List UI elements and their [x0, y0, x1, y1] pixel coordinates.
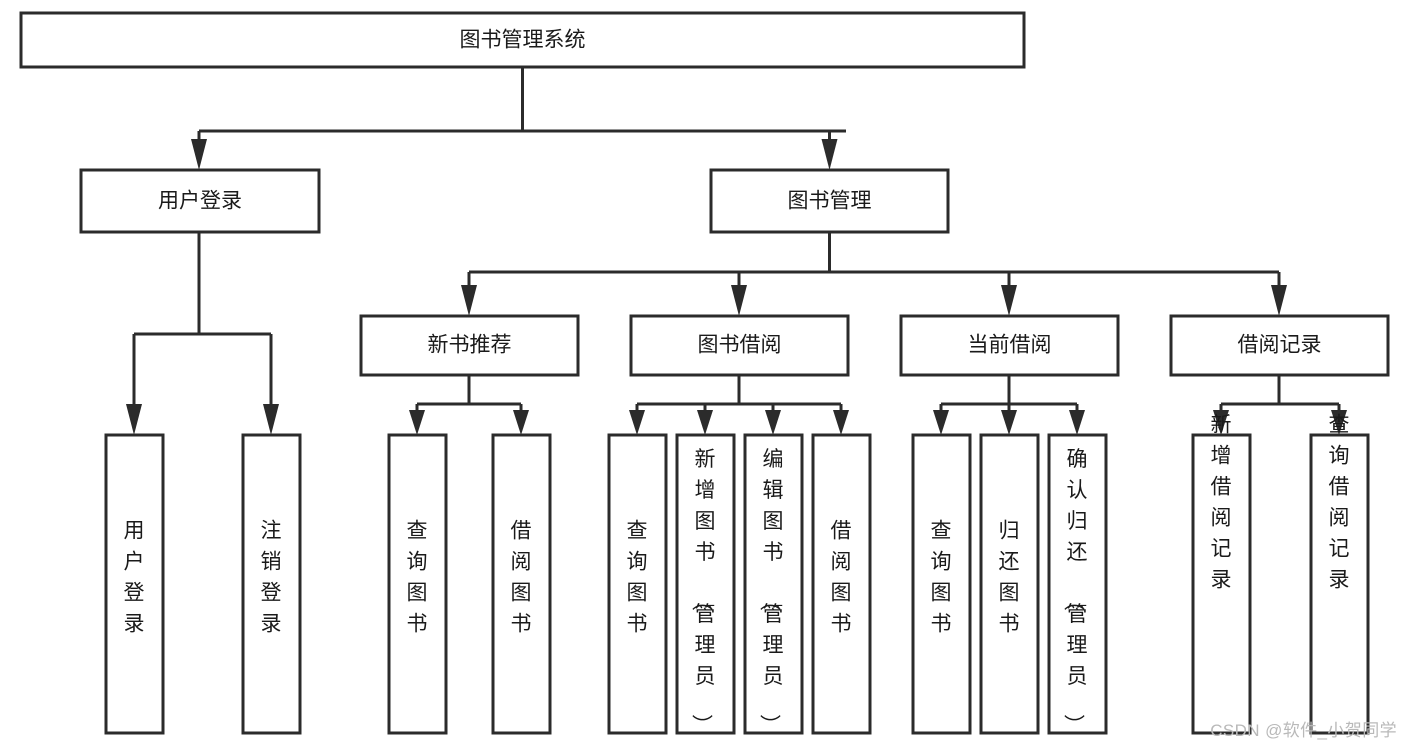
node-leaf-edit-book-admin[interactable]: 编辑图书（管理员） — [743, 433, 804, 735]
node-leaf-query-book-2-box[interactable] — [607, 433, 668, 735]
node-leaf-user-login-label: 用户登录 — [124, 520, 145, 636]
node-user-login-box[interactable] — [79, 168, 321, 234]
arrow-icon-book-borrow — [731, 285, 747, 316]
node-leaf-confirm-return-admin-box[interactable] — [1047, 433, 1108, 735]
node-user-login-label: 用户登录 — [158, 190, 242, 213]
node-leaf-confirm-return-admin[interactable]: 确认归还（管理员） — [1047, 433, 1108, 735]
node-leaf-add-borrow-record[interactable]: 新增借阅记录 — [1191, 414, 1252, 735]
node-leaf-confirm-return-admin-label: 确认归还（管理员） — [1062, 448, 1088, 735]
arrow-icon-leaf-borrow-book-2 — [833, 410, 849, 435]
arrow-icon-leaf-borrow-book-1 — [513, 410, 529, 435]
node-leaf-edit-book-admin-box[interactable] — [743, 433, 804, 735]
node-borrow-record[interactable]: 借阅记录 — [1169, 314, 1390, 377]
node-current-borrow-label: 当前借阅 — [968, 334, 1052, 357]
node-new-book-recommend-box[interactable] — [359, 314, 580, 377]
node-leaf-user-login[interactable]: 用户登录 — [104, 433, 165, 735]
node-leaf-add-borrow-record-label: 新增借阅记录 — [1211, 414, 1232, 592]
node-new-book-recommend[interactable]: 新书推荐 — [359, 314, 580, 377]
node-leaf-user-login-box[interactable] — [104, 433, 165, 735]
node-borrow-record-box[interactable] — [1169, 314, 1390, 377]
node-book-management[interactable]: 图书管理 — [709, 168, 950, 234]
node-leaf-return-book-box[interactable] — [979, 433, 1040, 735]
node-leaf-borrow-book-1-label: 借阅图书 — [511, 520, 532, 636]
node-leaf-query-book-2[interactable]: 查询图书 — [607, 433, 668, 735]
node-leaf-borrow-book-2-label: 借阅图书 — [831, 520, 852, 636]
arrow-icon-leaf-logout-login — [263, 404, 279, 435]
node-current-borrow[interactable]: 当前借阅 — [899, 314, 1120, 377]
node-leaf-logout-login[interactable]: 注销登录 — [241, 433, 302, 735]
node-leaf-borrow-book-1[interactable]: 借阅图书 — [491, 433, 552, 735]
node-borrow-record-label: 借阅记录 — [1238, 334, 1322, 357]
arrow-icon-leaf-add-borrow-record — [1213, 410, 1229, 435]
node-leaf-add-book-admin-box[interactable] — [675, 433, 736, 735]
arrow-icon-leaf-query-book-1 — [409, 410, 425, 435]
node-leaf-query-borrow-record-box[interactable] — [1309, 433, 1370, 735]
arrow-icon-leaf-add-book-admin — [697, 410, 713, 435]
node-root[interactable]: 图书管理系统 — [19, 11, 1026, 69]
node-leaf-query-borrow-record[interactable]: 查询借阅记录 — [1309, 414, 1370, 735]
node-leaf-query-borrow-record-label: 查询借阅记录 — [1329, 414, 1350, 592]
node-root-box[interactable] — [19, 11, 1026, 69]
arrow-icon-user-login — [191, 139, 207, 170]
node-root-label: 图书管理系统 — [460, 29, 586, 52]
node-new-book-recommend-label: 新书推荐 — [428, 334, 512, 357]
node-leaf-edit-book-admin-label: 编辑图书（管理员） — [758, 448, 784, 735]
arrow-icon-current-borrow — [1001, 285, 1017, 316]
node-leaf-query-book-3-label: 查询图书 — [931, 520, 952, 636]
node-leaf-query-book-1[interactable]: 查询图书 — [387, 433, 448, 735]
node-leaf-return-book[interactable]: 归还图书 — [979, 433, 1040, 735]
arrow-icon-leaf-confirm-return-admin — [1069, 410, 1085, 435]
node-current-borrow-box[interactable] — [899, 314, 1120, 377]
arrow-icon-leaf-query-book-3 — [933, 410, 949, 435]
connector-layer — [126, 67, 1347, 435]
arrow-icon-book-management — [821, 139, 838, 170]
node-leaf-query-book-1-box[interactable] — [387, 433, 448, 735]
node-leaf-return-book-label: 归还图书 — [999, 520, 1020, 636]
arrow-icon-leaf-edit-book-admin — [765, 410, 781, 435]
arrow-icon-leaf-query-book-2 — [629, 410, 645, 435]
arrow-icon-leaf-return-book — [1001, 410, 1017, 435]
node-user-login[interactable]: 用户登录 — [79, 168, 321, 234]
arrow-icon-leaf-user-login — [126, 404, 142, 435]
node-leaf-add-book-admin[interactable]: 新增图书（管理员） — [675, 433, 736, 735]
node-leaf-add-borrow-record-box[interactable] — [1191, 433, 1252, 735]
arrow-icon-new-book-recommend — [461, 285, 477, 316]
node-leaf-borrow-book-2-box[interactable] — [811, 433, 872, 735]
node-leaf-logout-login-label: 注销登录 — [261, 520, 282, 636]
node-book-borrow-label: 图书借阅 — [698, 334, 782, 357]
node-leaf-query-book-1-label: 查询图书 — [407, 520, 428, 636]
node-leaf-query-book-2-label: 查询图书 — [627, 520, 648, 636]
node-leaf-add-book-admin-label: 新增图书（管理员） — [690, 448, 716, 735]
node-leaf-query-book-3[interactable]: 查询图书 — [911, 433, 972, 735]
node-book-borrow-box[interactable] — [629, 314, 850, 377]
node-leaf-borrow-book-2[interactable]: 借阅图书 — [811, 433, 872, 735]
node-book-borrow[interactable]: 图书借阅 — [629, 314, 850, 377]
node-book-management-label: 图书管理 — [788, 190, 872, 213]
arrow-icon-leaf-query-borrow-record — [1331, 410, 1347, 435]
arrow-icon-borrow-record — [1271, 285, 1287, 316]
node-leaf-query-book-3-box[interactable] — [911, 433, 972, 735]
node-leaf-borrow-book-1-box[interactable] — [491, 433, 552, 735]
csdn-watermark: CSDN @软件_小贺同学 — [1210, 721, 1397, 740]
node-book-management-box[interactable] — [709, 168, 950, 234]
node-leaf-logout-login-box[interactable] — [241, 433, 302, 735]
